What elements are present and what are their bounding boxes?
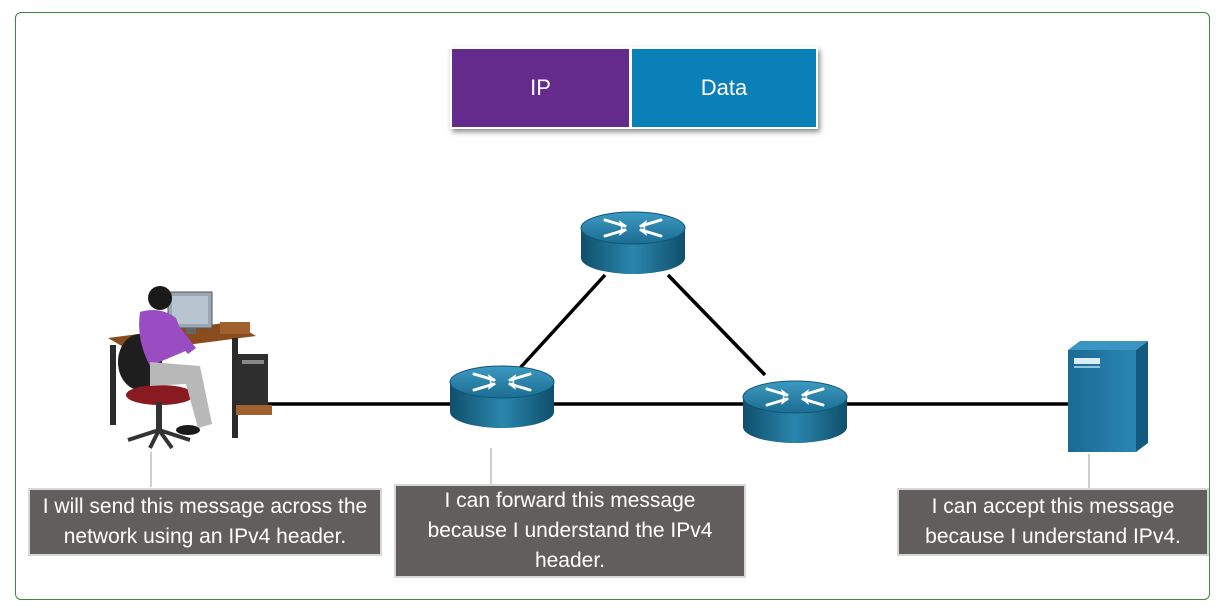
server-callout: I can accept this message because I unde… bbox=[897, 488, 1209, 556]
router-icon bbox=[741, 379, 849, 445]
sender-callout: I will send this message across the netw… bbox=[28, 488, 382, 556]
callout-pointer bbox=[490, 448, 492, 486]
server-icon bbox=[1068, 341, 1148, 452]
ip-header-segment: IP bbox=[452, 49, 632, 127]
link-top-right bbox=[666, 273, 767, 377]
person-at-computer-icon bbox=[108, 286, 272, 450]
ipv4-packet: IP Data bbox=[450, 47, 818, 129]
router-icon bbox=[448, 364, 556, 430]
router-callout: I can forward this message because I und… bbox=[394, 484, 746, 578]
callout-pointer bbox=[150, 452, 152, 487]
link-left-top bbox=[518, 273, 607, 370]
callout-pointer bbox=[1088, 454, 1090, 488]
data-segment: Data bbox=[632, 49, 816, 127]
router-icon bbox=[579, 210, 687, 276]
network-links bbox=[268, 273, 1070, 406]
